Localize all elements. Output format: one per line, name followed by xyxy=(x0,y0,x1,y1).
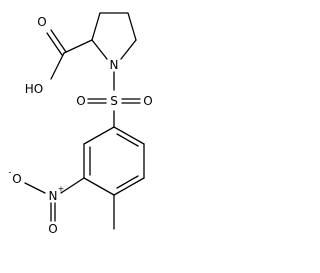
bond-ar6-ar1 xyxy=(83,126,115,145)
charge-nitro-n-plus: + xyxy=(58,185,65,194)
bond-nitro-o-minus xyxy=(24,182,46,194)
bond-ccarboxyl-o-double-b xyxy=(46,32,63,56)
bond-c4-c5 xyxy=(127,12,137,41)
charge-nitro-o-minus: - xyxy=(9,168,12,177)
bond-c2-c3 xyxy=(91,12,101,41)
bond-ar-inner-2 xyxy=(116,175,139,189)
atom-labels: HO O N S O O N O O + - xyxy=(9,15,153,236)
bonds xyxy=(24,12,145,230)
chemical-structure: HO O N S O O N O O + - xyxy=(9,12,153,236)
bond-ar4-ar5 xyxy=(83,177,115,196)
atom-label-carboxyl-oh: HO xyxy=(25,82,43,96)
bond-ar3-ar4 xyxy=(113,177,145,196)
bond-ccarboxyl-oh xyxy=(50,52,65,80)
bond-n-c2 xyxy=(91,39,108,60)
bond-ar1-ar2 xyxy=(113,126,145,145)
atom-label-ring-n: N xyxy=(110,58,119,72)
bond-c5-n xyxy=(120,39,137,60)
atom-label-nitro-n: N xyxy=(49,189,58,203)
atom-label-carboxyl-o: O xyxy=(37,15,46,29)
atom-label-sulfur: S xyxy=(110,94,118,108)
bond-ar-inner-1 xyxy=(116,133,139,147)
atom-label-sulfonyl-o-left: O xyxy=(76,94,85,108)
bond-ccarboxyl-o-double-a xyxy=(50,29,67,53)
bond-c2-ccarboxyl xyxy=(63,39,93,54)
atom-label-sulfonyl-o-right: O xyxy=(143,94,152,108)
atom-label-nitro-o-minus: O xyxy=(12,172,21,186)
bond-ar-nitro xyxy=(60,177,85,194)
atom-label-nitro-o: O xyxy=(48,222,57,236)
